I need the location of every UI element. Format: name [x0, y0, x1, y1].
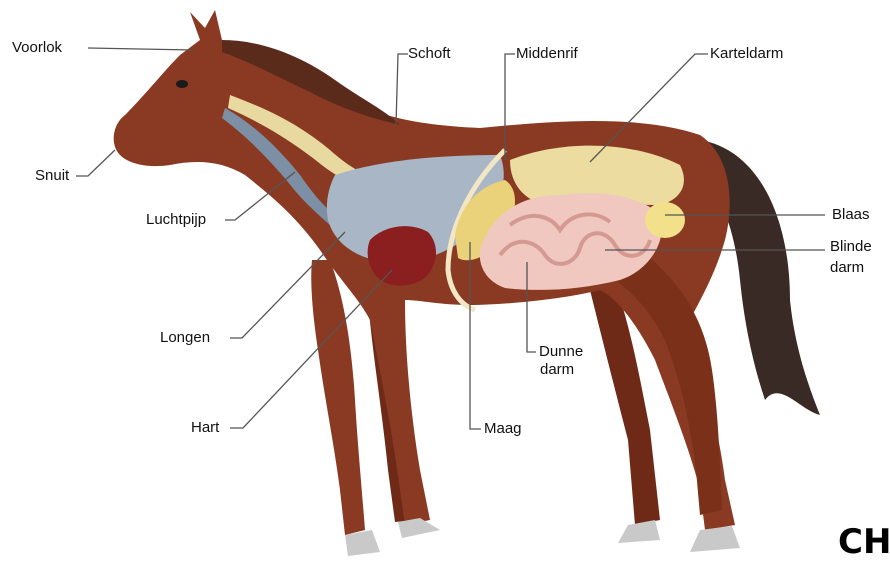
label-karteldarm: Karteldarm — [710, 45, 783, 62]
label-dunnedarm-line2: darm — [540, 361, 574, 378]
watermark-text: CH — [838, 522, 890, 562]
leader-snuit — [76, 150, 115, 176]
heart — [368, 226, 436, 285]
leader-schoft — [396, 54, 408, 125]
label-voorlok: Voorlok — [12, 39, 62, 56]
hoof-far-hind — [618, 520, 660, 543]
hoof-near-hind — [690, 526, 740, 552]
label-maag: Maag — [484, 420, 522, 437]
hoof-far-front — [398, 518, 440, 538]
label-blindedarm-line2: darm — [830, 259, 864, 276]
leader-voorlok — [88, 48, 193, 50]
label-middenrif: Middenrif — [516, 45, 578, 62]
label-luchtpijp: Luchtpijp — [146, 211, 206, 228]
label-snuit: Snuit — [35, 167, 69, 184]
label-dunnedarm-line1: Dunne — [539, 343, 583, 360]
label-longen: Longen — [160, 329, 210, 346]
label-blaas: Blaas — [832, 206, 870, 223]
label-schoft: Schoft — [408, 45, 451, 62]
hoof-near-front — [345, 530, 380, 556]
near-front-leg — [311, 260, 365, 535]
bladder — [645, 202, 685, 238]
eye — [176, 80, 188, 88]
label-hart: Hart — [191, 419, 219, 436]
label-blindedarm-line1: Blinde — [830, 238, 872, 255]
